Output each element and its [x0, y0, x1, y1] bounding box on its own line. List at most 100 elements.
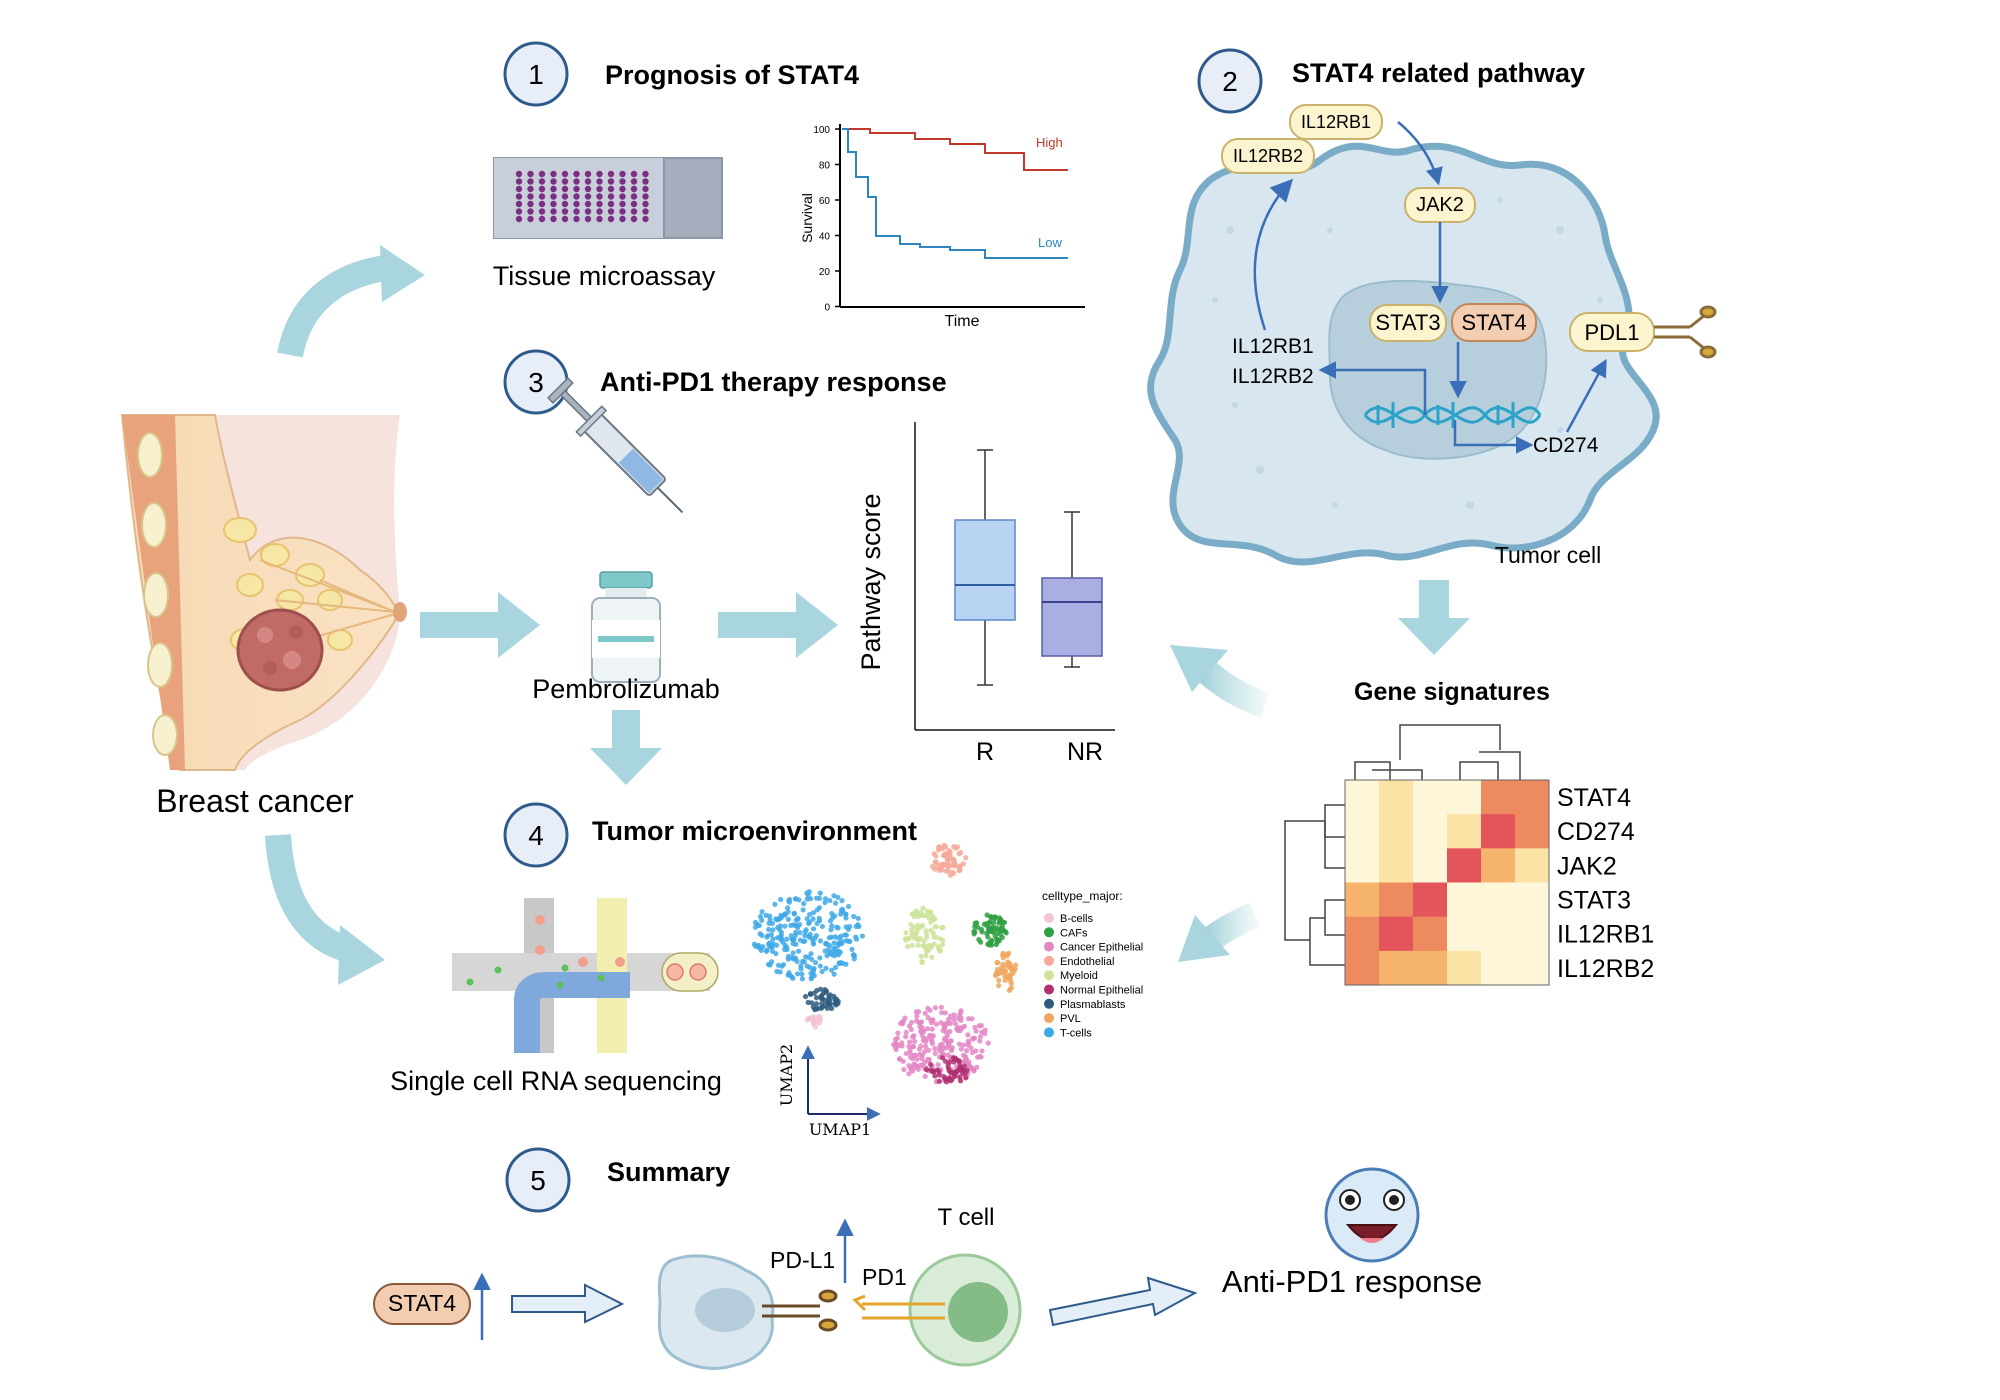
umap-point [797, 930, 803, 936]
umap-point [998, 926, 1005, 932]
umap-point [913, 931, 920, 937]
umap-point [965, 1042, 971, 1048]
summary-pdl1-label: PD-L1 [770, 1247, 835, 1273]
umap-point [919, 1052, 926, 1058]
umap-point [985, 1040, 991, 1046]
tma-spot [573, 178, 580, 185]
umap-point [913, 1063, 919, 1069]
survival-tick-label: 60 [819, 196, 831, 207]
umap-legend-swatch [1044, 1027, 1054, 1038]
svg-text:STAT4: STAT4 [388, 1290, 456, 1316]
umap-point [903, 1029, 909, 1036]
umap-point [809, 936, 815, 942]
umap-legend-swatch [1044, 984, 1054, 995]
heatmap-cell [1345, 848, 1380, 883]
umap-point [907, 1039, 913, 1045]
umap-point [971, 928, 977, 935]
umap-point [810, 926, 817, 932]
umap-legend-label: PVL [1060, 1013, 1081, 1025]
umap-point [932, 1050, 938, 1057]
tma-spot [527, 170, 534, 178]
umap-point [918, 1028, 924, 1034]
umap-point [956, 868, 962, 874]
umap-point [929, 1020, 935, 1026]
umap-point [918, 953, 924, 959]
umap-point [836, 960, 842, 966]
umap-legend-swatch [1044, 913, 1054, 923]
heatmap-cell [1379, 882, 1414, 918]
heatmap-cell [1481, 882, 1516, 918]
umap-point [929, 954, 935, 960]
umap-point [973, 1028, 979, 1034]
tma-spot [561, 178, 569, 185]
umap-point [922, 1073, 928, 1079]
umap-point [981, 921, 987, 927]
umap-point [778, 929, 784, 935]
umap-point [836, 940, 842, 947]
umap-point [960, 1042, 967, 1048]
section-number: 2 [1222, 66, 1238, 97]
heatmap-cell [1481, 780, 1516, 815]
umap-point [952, 1020, 958, 1027]
section-number: 5 [530, 1165, 546, 1196]
umap-point [811, 965, 817, 972]
heatmap-row-label: IL12RB1 [1557, 921, 1654, 949]
svg-text:IL12RB1: IL12RB1 [1301, 112, 1371, 132]
umap-point [790, 922, 797, 928]
umap-point [943, 844, 949, 850]
tma-spot [619, 208, 626, 215]
umap-point [994, 937, 1000, 943]
tma-spot [630, 185, 638, 193]
umap-point [813, 1018, 819, 1024]
umap-point [843, 911, 849, 917]
umap-point [1006, 964, 1012, 970]
umap-point [941, 1023, 947, 1029]
umap-point [930, 1069, 936, 1075]
umap-point [932, 1073, 938, 1079]
heatmap-cell [1515, 848, 1550, 883]
umap-point [902, 1015, 908, 1021]
umap-point [906, 1023, 913, 1029]
tma-spot [584, 185, 592, 193]
tma-spot [607, 200, 615, 208]
umap-point [906, 935, 912, 941]
umap-point [937, 948, 943, 954]
svg-text:IL12RB2: IL12RB2 [1233, 146, 1303, 166]
tma-spot [561, 185, 569, 193]
tma-spot [642, 200, 649, 208]
tma-spot [607, 170, 615, 178]
heatmap-cell [1413, 780, 1448, 815]
umap-point [941, 1045, 947, 1051]
umap-point [1002, 977, 1008, 984]
umap-point [908, 927, 915, 933]
tma-spot [596, 200, 603, 208]
umap-point [817, 938, 824, 944]
umap-point [808, 970, 814, 976]
umap-point [947, 1028, 953, 1035]
scrna-label: Single cell RNA sequencing [390, 1066, 722, 1096]
umap-point [933, 853, 939, 859]
umap-point [932, 1045, 938, 1052]
tma-spot [538, 178, 546, 185]
tma-spot [515, 185, 523, 193]
tma-spot [596, 178, 603, 185]
tma-spot [584, 178, 592, 185]
tma-spot [561, 193, 569, 200]
tma-spot [573, 185, 580, 193]
pdl1-receptor-icon [1654, 305, 1717, 359]
umap-point [939, 942, 946, 948]
umap-point [938, 865, 944, 871]
survival-curve-low [842, 128, 1068, 259]
tma-spot [573, 193, 580, 200]
heatmap-cell [1379, 950, 1414, 986]
heatmap-cell [1447, 882, 1482, 918]
umap-point [784, 905, 791, 911]
umap-point [791, 910, 797, 916]
umap-legend-label: CAFs [1060, 927, 1088, 939]
umap-legend-label: Myeloid [1060, 970, 1098, 982]
umap-point [906, 1063, 912, 1069]
umap-point [963, 855, 969, 861]
umap-point [763, 912, 769, 918]
